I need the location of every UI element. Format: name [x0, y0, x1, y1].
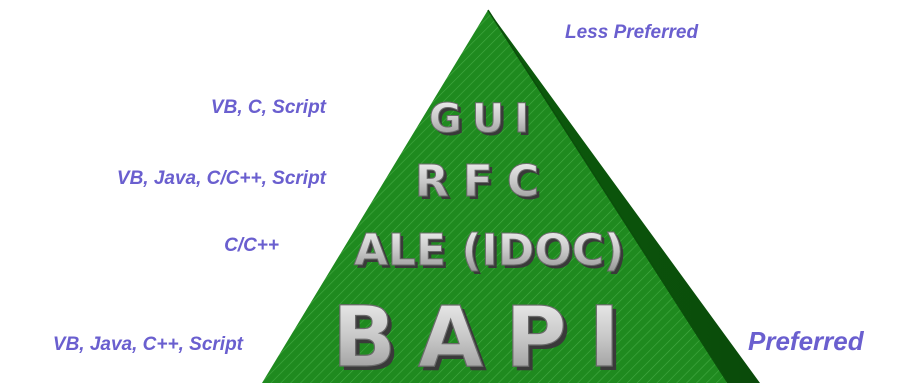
languages-gui: VB, C, Script	[210, 97, 326, 118]
pyramid-face	[262, 10, 728, 383]
pyramid-side	[488, 10, 760, 383]
preferred-label: Preferred	[748, 326, 864, 356]
layer-gui-shadow: GUI	[432, 99, 542, 145]
less-preferred-label: Less Preferred	[565, 22, 699, 43]
layer-bapi-shadow: BAPI	[336, 292, 646, 383]
layer-rfc: RFC RFC	[414, 156, 556, 211]
layer-ale: ALE (IDOC) ALE (IDOC)	[353, 225, 627, 280]
layer-bapi: BAPI BAPI	[331, 287, 646, 383]
layer-rfc-shadow: RFC	[418, 159, 556, 210]
layer-ale-shadow: ALE (IDOC)	[357, 228, 627, 279]
layer-gui-label: GUI	[429, 96, 539, 142]
layer-ale-label: ALE (IDOC)	[354, 225, 624, 276]
layer-rfc-label: RFC	[415, 156, 553, 207]
languages-rfc: VB, Java, C/C++, Script	[116, 168, 326, 189]
layer-bapi-label: BAPI	[332, 288, 642, 383]
languages-ale: C/C++	[224, 235, 279, 256]
layer-gui: GUI GUI	[428, 96, 542, 146]
languages-bapi: VB, Java, C++, Script	[52, 334, 243, 355]
